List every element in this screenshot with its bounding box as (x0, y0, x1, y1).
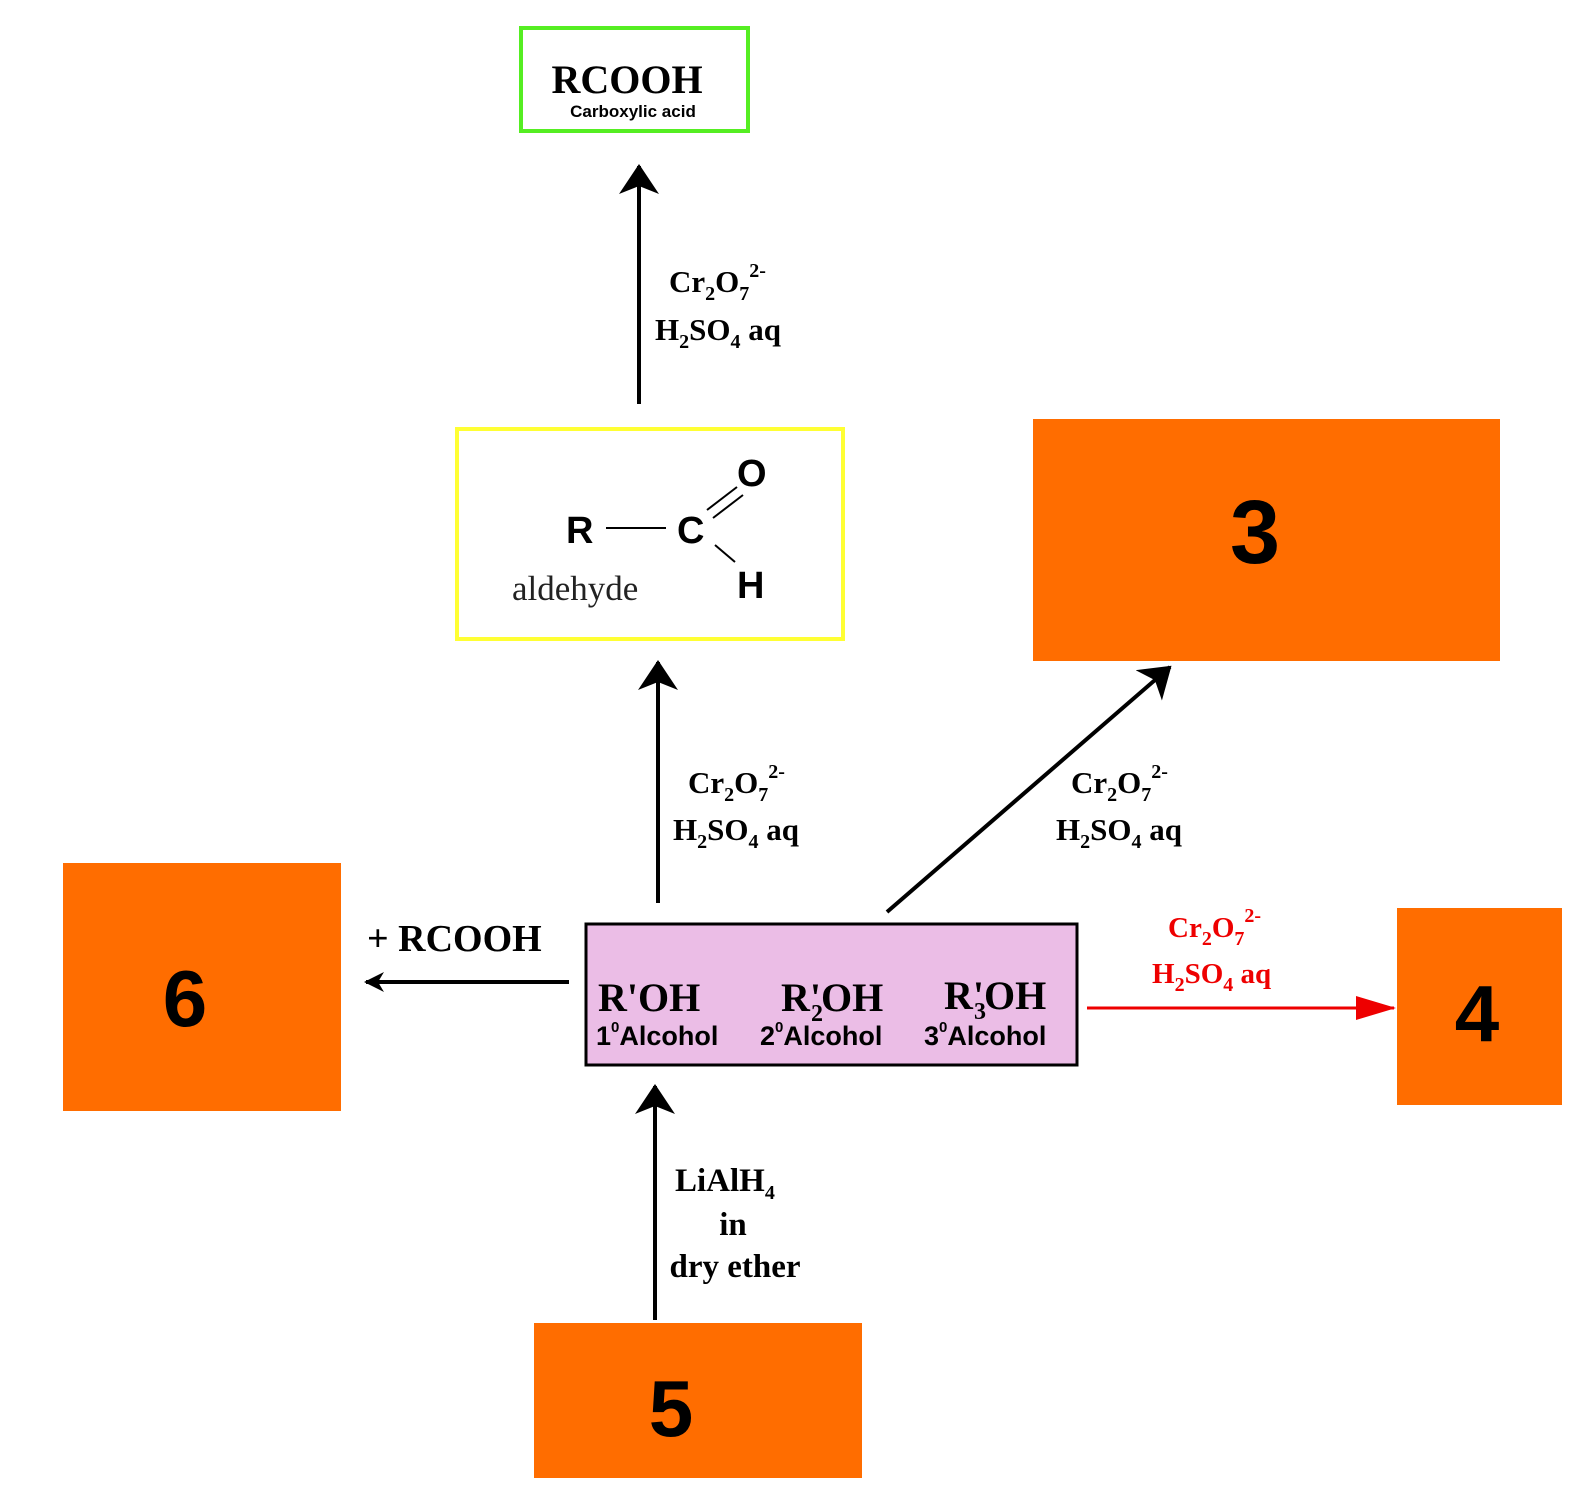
reagent-dichromate: Cr2O72- (1168, 905, 1261, 950)
bond-c-h (714, 544, 736, 563)
reagent-oxidant-red: Cr2O72- H2SO4 aq (1152, 905, 1271, 996)
reagent-oxidant-top: Cr2O72- H2SO4 aq (655, 260, 781, 353)
reagent-in: in (719, 1207, 747, 1243)
carboxylic-acid-node: RCOOH Carboxylic acid (519, 26, 750, 133)
alcohol-node: R'OH 10Alcohol R'2OH 20Alcohol R'3OH 30A… (584, 922, 1079, 1067)
tertiary-alcohol-formula: R'3OH (944, 973, 1046, 1025)
arrow-alcohol-to-3 (885, 665, 1172, 914)
bond-c-o-2 (712, 494, 744, 519)
reagent-ester-acid: + RCOOH (367, 918, 542, 960)
carboxylic-acid-label: Carboxylic acid (570, 102, 696, 121)
reagent-sulfuric-acid: H2SO4 aq (1152, 958, 1271, 996)
tertiary-alcohol: R'3OH 30Alcohol (924, 973, 1046, 1051)
reagent-sulfuric-acid: H2SO4 aq (673, 812, 799, 853)
blank-box-5[interactable]: 5 (534, 1323, 862, 1478)
blank-box-5-label: 5 (649, 1364, 694, 1453)
blank-box-3-fill (1033, 419, 1500, 661)
reagent-sulfuric-acid: H2SO4 aq (655, 312, 781, 353)
secondary-alcohol-label: 20Alcohol (760, 1019, 882, 1051)
blank-box-6-label: 6 (163, 954, 208, 1043)
aldehyde-label: aldehyde (512, 569, 638, 608)
blank-box-4[interactable]: 4 (1397, 908, 1562, 1105)
atom-o: O (737, 453, 767, 495)
alcohol-box (584, 922, 1079, 1067)
tertiary-alcohol-label: 30Alcohol (924, 1019, 1046, 1051)
blank-box-4-fill (1397, 908, 1562, 1105)
carboxylic-acid-formula: RCOOH (551, 57, 702, 102)
reagent-dry-ether: dry ether (669, 1249, 800, 1285)
blank-box-6-fill (63, 863, 341, 1111)
blank-box-5-fill (534, 1323, 862, 1478)
primary-alcohol-label: 10Alcohol (596, 1019, 718, 1051)
reagent-reduction: LiAlH4 in dry ether (669, 1163, 800, 1285)
blank-box-3-label: 3 (1230, 483, 1280, 583)
reagent-dichromate: Cr2O72- (1071, 761, 1168, 806)
primary-alcohol: R'OH 10Alcohol (596, 975, 718, 1051)
atom-c: C (677, 510, 704, 552)
atom-r: R (566, 510, 593, 552)
primary-alcohol-formula: R'OH (598, 975, 700, 1020)
carboxylic-acid-box (519, 26, 750, 133)
bond-c-o-1 (706, 486, 738, 511)
reagent-oxidant-middle: Cr2O72- H2SO4 aq (673, 761, 799, 853)
reagent-dichromate: Cr2O72- (688, 761, 785, 806)
secondary-alcohol-formula: R'2OH (781, 975, 883, 1027)
aldehyde-box (455, 427, 845, 641)
blank-box-4-label: 4 (1455, 969, 1500, 1058)
reagent-lialh4: LiAlH4 (675, 1163, 775, 1204)
reagent-sulfuric-acid: H2SO4 aq (1056, 812, 1182, 853)
blank-box-6[interactable]: 6 (63, 863, 341, 1111)
reagent-dichromate: Cr2O72- (669, 260, 766, 305)
secondary-alcohol: R'2OH 20Alcohol (760, 975, 883, 1051)
blank-box-3[interactable]: 3 (1033, 419, 1500, 661)
reagent-oxidant-right: Cr2O72- H2SO4 aq (1056, 761, 1182, 853)
atom-h: H (737, 565, 764, 607)
aldehyde-node: R C O H aldehyde (455, 427, 845, 641)
